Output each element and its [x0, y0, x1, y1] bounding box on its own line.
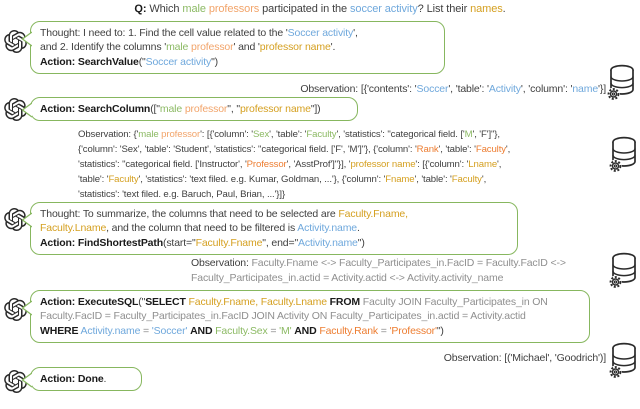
observation-searchcolumn-result: Observation: {'male professor': [{'colum… [78, 129, 511, 200]
agent-bubble-done: Action: Done. [30, 367, 142, 391]
agent-bubble-searchcolumn: Action: SearchColumn(["male professor", … [30, 97, 358, 121]
database-gear-icon [608, 252, 638, 290]
bubble-tail-icon [21, 300, 32, 316]
observation-searchvalue-result: Observation: [{'contents': 'Soccer', 'ta… [300, 83, 606, 95]
agent-bubble-executesql: Action: ExecuteSQL("SELECT Faculty.Fname… [30, 290, 590, 343]
observation-sql-result: Observation: [('Michael', 'Goodrich')] [443, 352, 606, 364]
database-gear-icon [608, 136, 638, 174]
bubble-tail-icon [21, 102, 32, 118]
bubble-tail-icon [21, 31, 32, 47]
database-gear-icon [608, 342, 638, 380]
agent-bubble-searchvalue: Thought: I need to: 1. Find the cell val… [30, 21, 445, 74]
bubble-tail-icon [21, 212, 32, 228]
bubble-tail-icon [21, 372, 32, 388]
question-line: Q: Which male professors participated in… [134, 3, 506, 15]
observation-shortestpath-result: Observation: Faculty.Fname <-> Faculty_P… [191, 257, 566, 284]
database-gear-icon [606, 64, 636, 102]
agent-bubble-findshortestpath: Thought: To summarize, the columns that … [30, 202, 518, 255]
